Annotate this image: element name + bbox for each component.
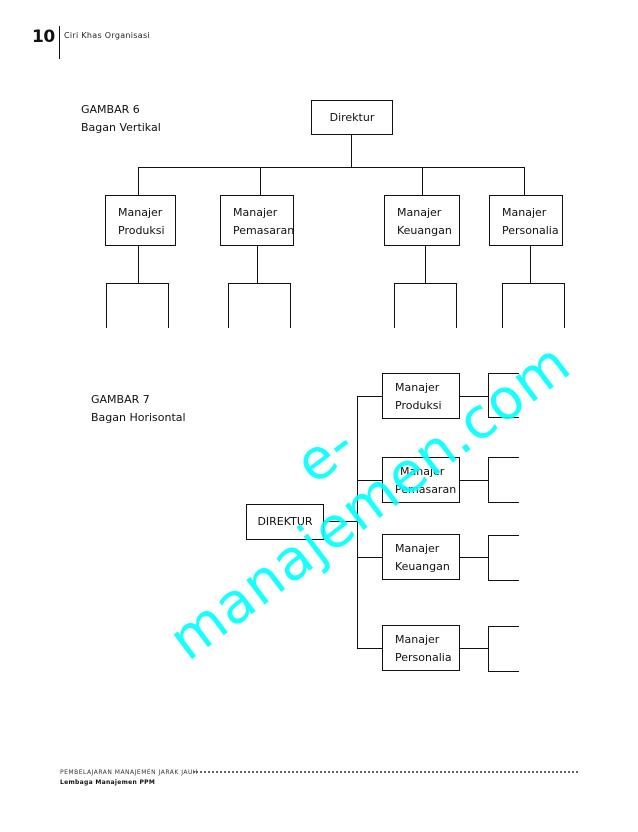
figure6-sub-leg-1b [168, 283, 169, 328]
figure6-manager-pemasaran: Manajer Pemasaran [220, 195, 294, 246]
figure6-caption-title: Bagan Vertikal [81, 121, 161, 134]
page-number: 10 [32, 27, 55, 47]
manager-department: Personalia [502, 224, 559, 237]
figure7-caption-number: GAMBAR 7 [91, 393, 150, 406]
manager-department: Produksi [118, 224, 165, 237]
manager-department: Keuangan [395, 560, 450, 573]
figure7-sub-leg-2a [488, 457, 519, 458]
figure7-connector-arm-2 [357, 480, 382, 481]
figure6-sub-leg-2a [228, 283, 229, 328]
manager-title: Manajer [118, 206, 163, 219]
manager-title: Manajer [400, 465, 445, 478]
figure7-manager-produksi: Manajer Produksi [382, 373, 460, 419]
manager-title: Manajer [502, 206, 547, 219]
footer-program: PEMBELAJARAN MANAJEMEN JARAK JAUH [60, 769, 198, 776]
manager-title: Manajer [397, 206, 442, 219]
figure6-director-label: Direktur [329, 110, 375, 124]
manager-department: Pemasaran [233, 224, 295, 237]
figure6-sub-bar-1 [106, 283, 169, 284]
figure6-connector-drop-4 [524, 167, 525, 195]
figure6-director-box: Direktur [311, 100, 393, 135]
figure7-connector-director [324, 521, 357, 522]
manager-title: Manajer [233, 206, 278, 219]
manager-title: Manajer [395, 542, 440, 555]
figure6-sub-bar-3 [394, 283, 457, 284]
figure6-connector-horizontal [138, 167, 525, 168]
figure6-manager-personalia: Manajer Personalia [489, 195, 563, 246]
figure6-sub-leg-1a [106, 283, 107, 328]
figure7-sub-leg-1b [488, 417, 519, 418]
figure7-manager-keuangan: Manajer Keuangan [382, 534, 460, 580]
figure7-caption-title: Bagan Horisontal [91, 411, 186, 424]
figure6-caption-number: GAMBAR 6 [81, 103, 140, 116]
figure6-sub-leg-4b [564, 283, 565, 328]
figure7-sub-bar-4 [488, 626, 489, 672]
figure6-connector-drop-1 [138, 167, 139, 195]
figure6-connector-drop-2 [260, 167, 261, 195]
figure6-sub-leg-4a [502, 283, 503, 328]
manager-title: Manajer [395, 381, 440, 394]
figure7-connector-arm-4 [357, 648, 382, 649]
figure7-caption: GAMBAR 7 Bagan Horisontal [91, 391, 186, 427]
figure7-sub-bar-1 [488, 373, 489, 418]
manager-department: Keuangan [397, 224, 452, 237]
figure6-connector-drop-3 [422, 167, 423, 195]
figure7-sub-arm-1 [460, 396, 488, 397]
header-divider [59, 26, 60, 59]
manager-department: Pemasaran [395, 483, 457, 496]
figure7-connector-arm-1 [357, 396, 382, 397]
figure6-sub-stem-1 [138, 246, 139, 283]
figure7-sub-arm-3 [460, 557, 488, 558]
manager-title: Manajer [395, 633, 440, 646]
figure6-sub-leg-3a [394, 283, 395, 328]
figure7-sub-leg-3a [488, 535, 519, 536]
figure6-sub-bar-4 [502, 283, 565, 284]
watermark-text: e-manajemen.com [157, 330, 583, 674]
figure7-director-label: DIREKTUR [257, 515, 313, 528]
figure7-connector-arm-3 [357, 557, 382, 558]
figure7-sub-leg-4b [488, 671, 519, 672]
figure7-sub-arm-2 [460, 480, 488, 481]
figure7-sub-leg-2b [488, 502, 519, 503]
figure6-manager-produksi: Manajer Produksi [105, 195, 176, 246]
footer-dotted-rule [193, 771, 578, 773]
figure6-sub-bar-2 [228, 283, 291, 284]
figure6-sub-stem-2 [257, 246, 258, 283]
figure7-sub-bar-3 [488, 535, 489, 581]
manager-department: Personalia [395, 651, 452, 664]
figure6-sub-leg-2b [290, 283, 291, 328]
figure7-sub-leg-1a [488, 373, 519, 374]
footer-institution: Lembaga Manajemen PPM [60, 779, 156, 786]
figure7-sub-bar-2 [488, 457, 489, 503]
figure7-sub-leg-3b [488, 580, 519, 581]
chapter-title: Ciri Khas Organisasi [64, 31, 150, 40]
figure6-caption: GAMBAR 6 Bagan Vertikal [81, 101, 161, 137]
figure6-sub-leg-3b [456, 283, 457, 328]
figure6-connector-director [351, 135, 352, 167]
figure7-connector-vertical [357, 396, 358, 648]
figure7-sub-leg-4a [488, 626, 519, 627]
figure6-sub-stem-4 [530, 246, 531, 283]
figure7-manager-pemasaran: Manajer Pemasaran [382, 457, 460, 503]
manager-department: Produksi [395, 399, 442, 412]
figure7-director-box: DIREKTUR [246, 504, 324, 540]
figure6-sub-stem-3 [425, 246, 426, 283]
figure6-manager-keuangan: Manajer Keuangan [384, 195, 460, 246]
figure7-sub-arm-4 [460, 648, 488, 649]
figure7-manager-personalia: Manajer Personalia [382, 625, 460, 671]
